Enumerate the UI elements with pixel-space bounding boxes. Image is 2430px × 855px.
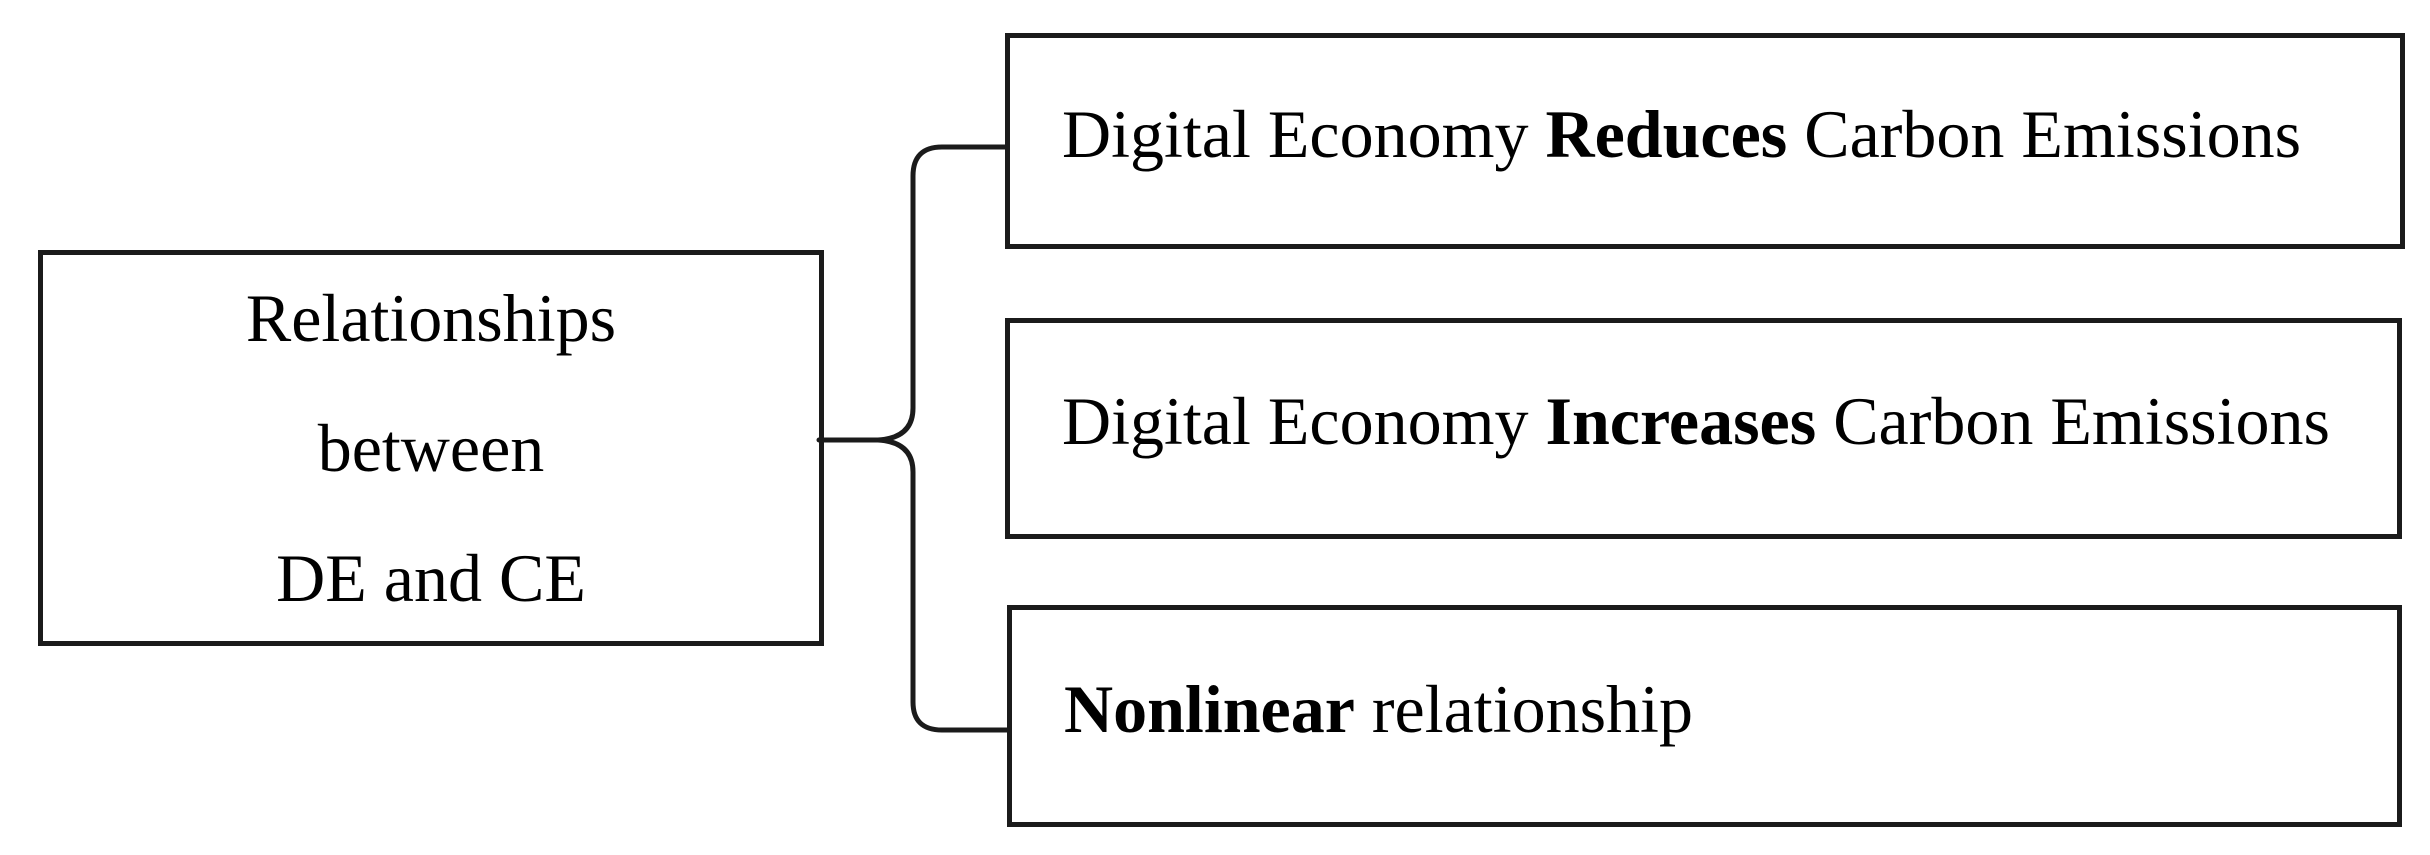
branch-text-increases: Digital Economy Increases Carbon Emissio… [1062,382,2330,461]
branch-box-increases: Digital Economy Increases Carbon Emissio… [1005,318,2402,539]
branch-1-keyword: Increases [1545,383,1817,459]
root-box-relationships-de-ce: Relationships between DE and CE [38,250,824,646]
branch-2-keyword: Nonlinear [1064,670,1355,747]
root-box-line-2: between [317,410,545,486]
branch-box-nonlinear: Nonlinear relationship [1007,605,2402,827]
root-box-line-3: DE and CE [276,540,586,616]
root-box-line-1: Relationships [245,280,617,356]
branch-0-prefix: Digital Economy [1062,95,1546,172]
left-curly-brace-icon [877,144,1010,733]
branch-2-suffix: relationship [1354,670,1693,747]
branch-text-reduces: Digital Economy Reduces Carbon Emissions [1062,95,2301,174]
branch-1-prefix: Digital Economy [1062,383,1546,459]
branch-0-suffix: Carbon Emissions [1787,95,2302,172]
branch-0-keyword: Reduces [1545,95,1788,172]
branch-box-reduces: Digital Economy Reduces Carbon Emissions [1005,33,2405,249]
branch-text-nonlinear: Nonlinear relationship [1064,670,1693,749]
branch-1-suffix: Carbon Emissions [1816,383,2330,459]
